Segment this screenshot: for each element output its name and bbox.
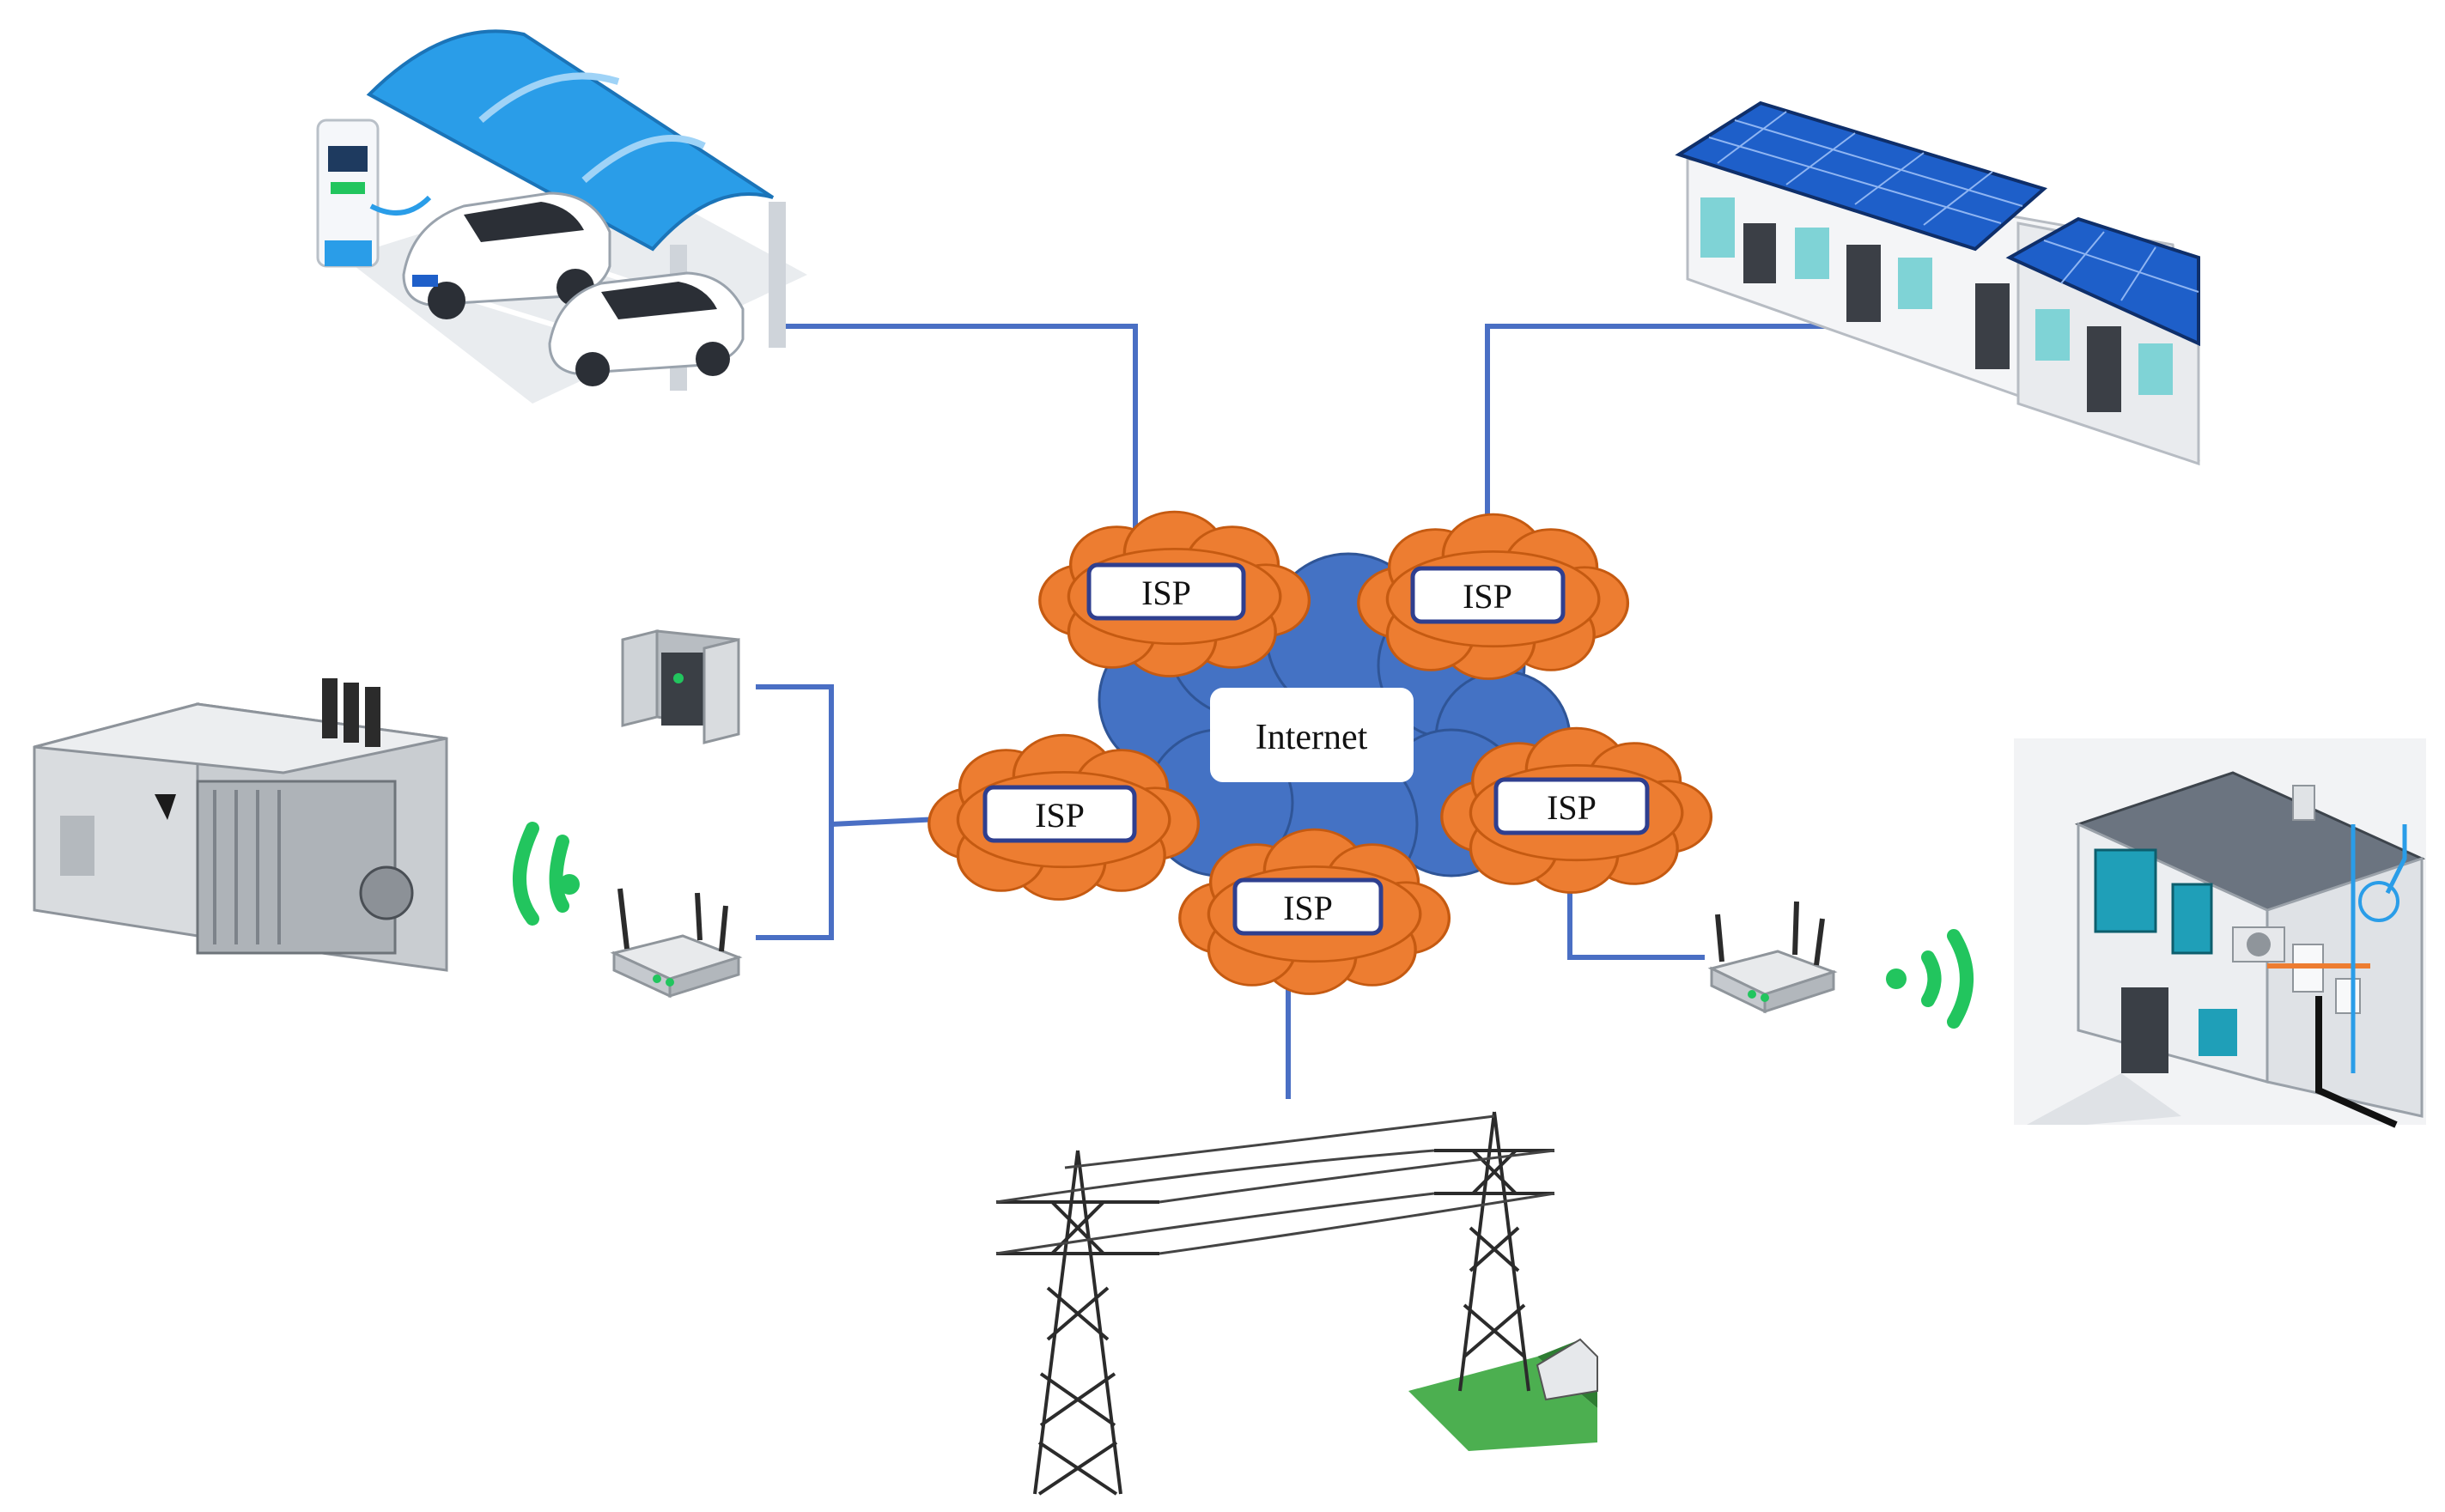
isp-label: ISP (1547, 788, 1597, 827)
power-tower-icon (988, 1099, 1598, 1503)
isp-node-left: ISP (928, 733, 1201, 902)
isp-node-top-left: ISP (1038, 510, 1311, 678)
internet-label-box (1210, 688, 1414, 782)
wireless-signal-icon (513, 822, 580, 926)
isp-label: ISP (1141, 574, 1191, 612)
wire-ev-to-isp (786, 324, 1138, 541)
wireless-signal-icon (1886, 929, 1974, 1029)
wire-server-bracket (756, 684, 834, 940)
router-icon (1707, 901, 1838, 1014)
isp-node-bottom: ISP (1178, 828, 1451, 996)
isp-label: ISP (1283, 889, 1333, 927)
isp-label: ISP (1463, 577, 1512, 616)
isp-node-top-right: ISP (1357, 513, 1630, 681)
ev-charging-icon (316, 29, 807, 404)
server-icon (621, 629, 740, 744)
smart-home-icon (2014, 738, 2426, 1128)
solar-building-icon (1675, 100, 2200, 466)
isp-label: ISP (1035, 796, 1085, 835)
router-icon (610, 888, 743, 999)
internet-label: Internet (1256, 718, 1368, 757)
wire-solar-to-isp (1485, 324, 1838, 541)
isp-node-right: ISP (1440, 726, 1713, 895)
transformer-icon (33, 678, 448, 972)
